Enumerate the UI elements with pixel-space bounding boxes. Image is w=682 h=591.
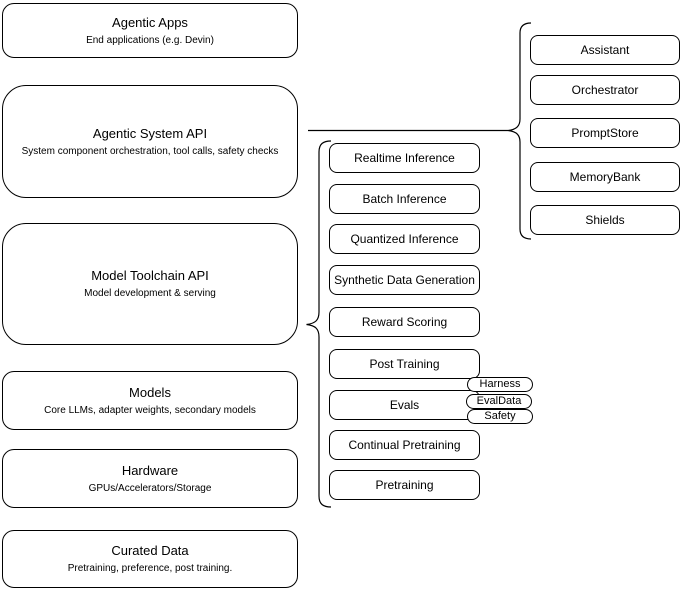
- node-model-toolchain-api-title: Model Toolchain API: [91, 268, 209, 283]
- node-realtime-inference: Realtime Inference: [329, 143, 480, 173]
- tag-evaldata: EvalData: [466, 394, 532, 409]
- node-shields: Shields: [530, 205, 680, 235]
- node-reward-scoring: Reward Scoring: [329, 307, 480, 337]
- node-orchestrator: Orchestrator: [530, 75, 680, 105]
- node-evals: Evals: [329, 390, 480, 420]
- node-agentic-apps-subtitle: End applications (e.g. Devin): [86, 34, 214, 46]
- node-orchestrator-label: Orchestrator: [571, 83, 639, 97]
- node-pretraining-label: Pretraining: [375, 478, 434, 492]
- tag-harness-label: Harness: [479, 378, 521, 390]
- node-batch-inference-label: Batch Inference: [362, 192, 447, 206]
- node-curated-data-title: Curated Data: [111, 543, 189, 558]
- node-post-training: Post Training: [329, 349, 480, 379]
- node-shields-label: Shields: [585, 213, 625, 227]
- node-quantized-inference: Quantized Inference: [329, 224, 480, 254]
- node-hardware-subtitle: GPUs/Accelerators/Storage: [88, 482, 212, 494]
- node-synthetic-data-generation-label: Synthetic Data Generation: [334, 273, 475, 287]
- node-reward-scoring-label: Reward Scoring: [361, 315, 448, 329]
- node-hardware: Hardware GPUs/Accelerators/Storage: [2, 449, 298, 508]
- tag-harness: Harness: [467, 377, 533, 392]
- node-agentic-system-api-title: Agentic System API: [92, 125, 208, 141]
- node-batch-inference: Batch Inference: [329, 184, 480, 214]
- node-memorybank-label: MemoryBank: [569, 170, 641, 184]
- node-continual-pretraining: Continual Pretraining: [329, 430, 480, 460]
- node-pretraining: Pretraining: [329, 470, 480, 500]
- node-agentic-system-api: Agentic System API System component orch…: [2, 85, 298, 198]
- tag-safety: Safety: [467, 409, 533, 424]
- node-agentic-apps-title: Agentic Apps: [112, 14, 188, 30]
- tag-evaldata-label: EvalData: [476, 395, 522, 407]
- node-hardware-title: Hardware: [121, 462, 179, 478]
- node-curated-data-subtitle: Pretraining, preference, post training.: [67, 563, 233, 574]
- node-agentic-system-api-subtitle: System component orchestration, tool cal…: [21, 145, 279, 157]
- node-models: Models Core LLMs, adapter weights, secon…: [2, 371, 298, 430]
- node-models-title: Models: [129, 384, 171, 400]
- node-synthetic-data-generation: Synthetic Data Generation: [329, 265, 480, 295]
- node-promptstore: PromptStore: [530, 118, 680, 148]
- node-agentic-apps: Agentic Apps End applications (e.g. Devi…: [2, 3, 298, 58]
- node-continual-pretraining-label: Continual Pretraining: [348, 438, 461, 452]
- node-realtime-inference-label: Realtime Inference: [354, 151, 455, 165]
- brace-system: [507, 22, 532, 240]
- node-evals-label: Evals: [389, 398, 420, 412]
- node-memorybank: MemoryBank: [530, 162, 680, 192]
- node-quantized-inference-label: Quantized Inference: [350, 232, 459, 246]
- node-curated-data: Curated Data Pretraining, preference, po…: [2, 530, 298, 588]
- node-promptstore-label: PromptStore: [571, 126, 639, 140]
- brace-toolchain: [306, 140, 332, 508]
- node-assistant: Assistant: [530, 35, 680, 65]
- node-models-subtitle: Core LLMs, adapter weights, secondary mo…: [44, 404, 256, 416]
- node-post-training-label: Post Training: [369, 357, 440, 371]
- node-model-toolchain-api-subtitle: Model development & serving: [84, 288, 216, 299]
- node-model-toolchain-api: Model Toolchain API Model development & …: [2, 223, 298, 345]
- node-assistant-label: Assistant: [580, 43, 630, 57]
- tag-safety-label: Safety: [484, 410, 516, 422]
